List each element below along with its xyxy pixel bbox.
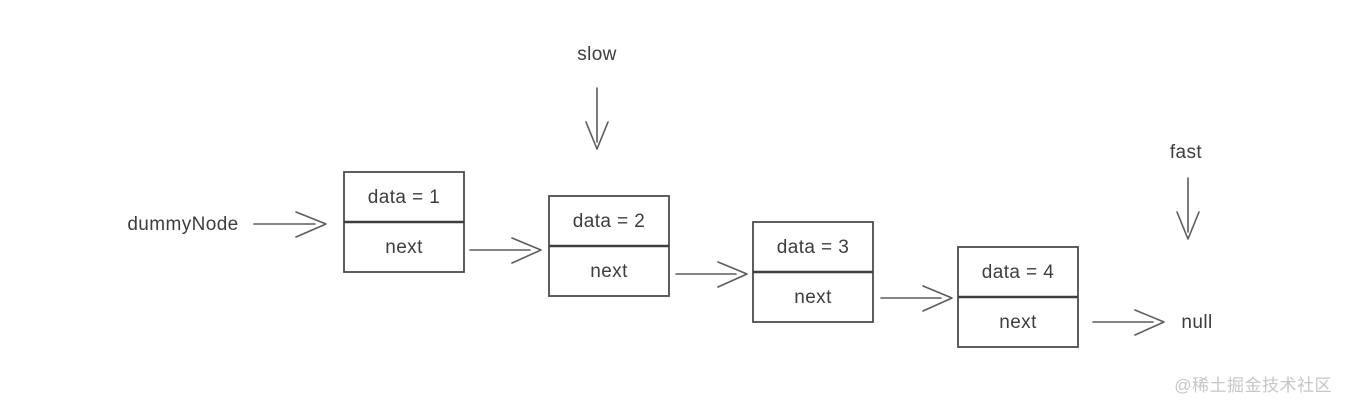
slow-pointer-label: slow [577,44,617,65]
list-node-4: data = 4 next [957,246,1079,348]
watermark: @稀土掘金技术社区 [1174,376,1332,395]
null-label: null [1181,312,1212,333]
node-3-data-label: data = 3 [777,237,849,258]
node-4-next-label: next [999,312,1037,333]
list-node-1: data = 1 next [343,171,465,273]
dummy-node-arrow [253,211,327,238]
node-3-next-label: next [794,287,832,308]
fast-pointer-label: fast [1170,142,1203,163]
arrow-node1-to-node2 [469,237,542,264]
arrow-node3-to-node4 [880,285,953,312]
arrow-node4-to-null [1092,309,1165,336]
fast-pointer-arrow [1176,177,1200,240]
slow-pointer-arrow [585,87,609,150]
arrow-node2-to-node3 [675,261,748,288]
node-2-data-label: data = 2 [573,211,645,232]
list-node-3: data = 3 next [752,221,874,323]
dummy-node-label: dummyNode [127,214,238,235]
node-1-data-label: data = 1 [368,187,440,208]
list-node-2: data = 2 next [548,195,670,297]
node-2-next-label: next [590,261,628,282]
node-1-next-label: next [385,237,423,258]
node-4-data-label: data = 4 [982,262,1054,283]
